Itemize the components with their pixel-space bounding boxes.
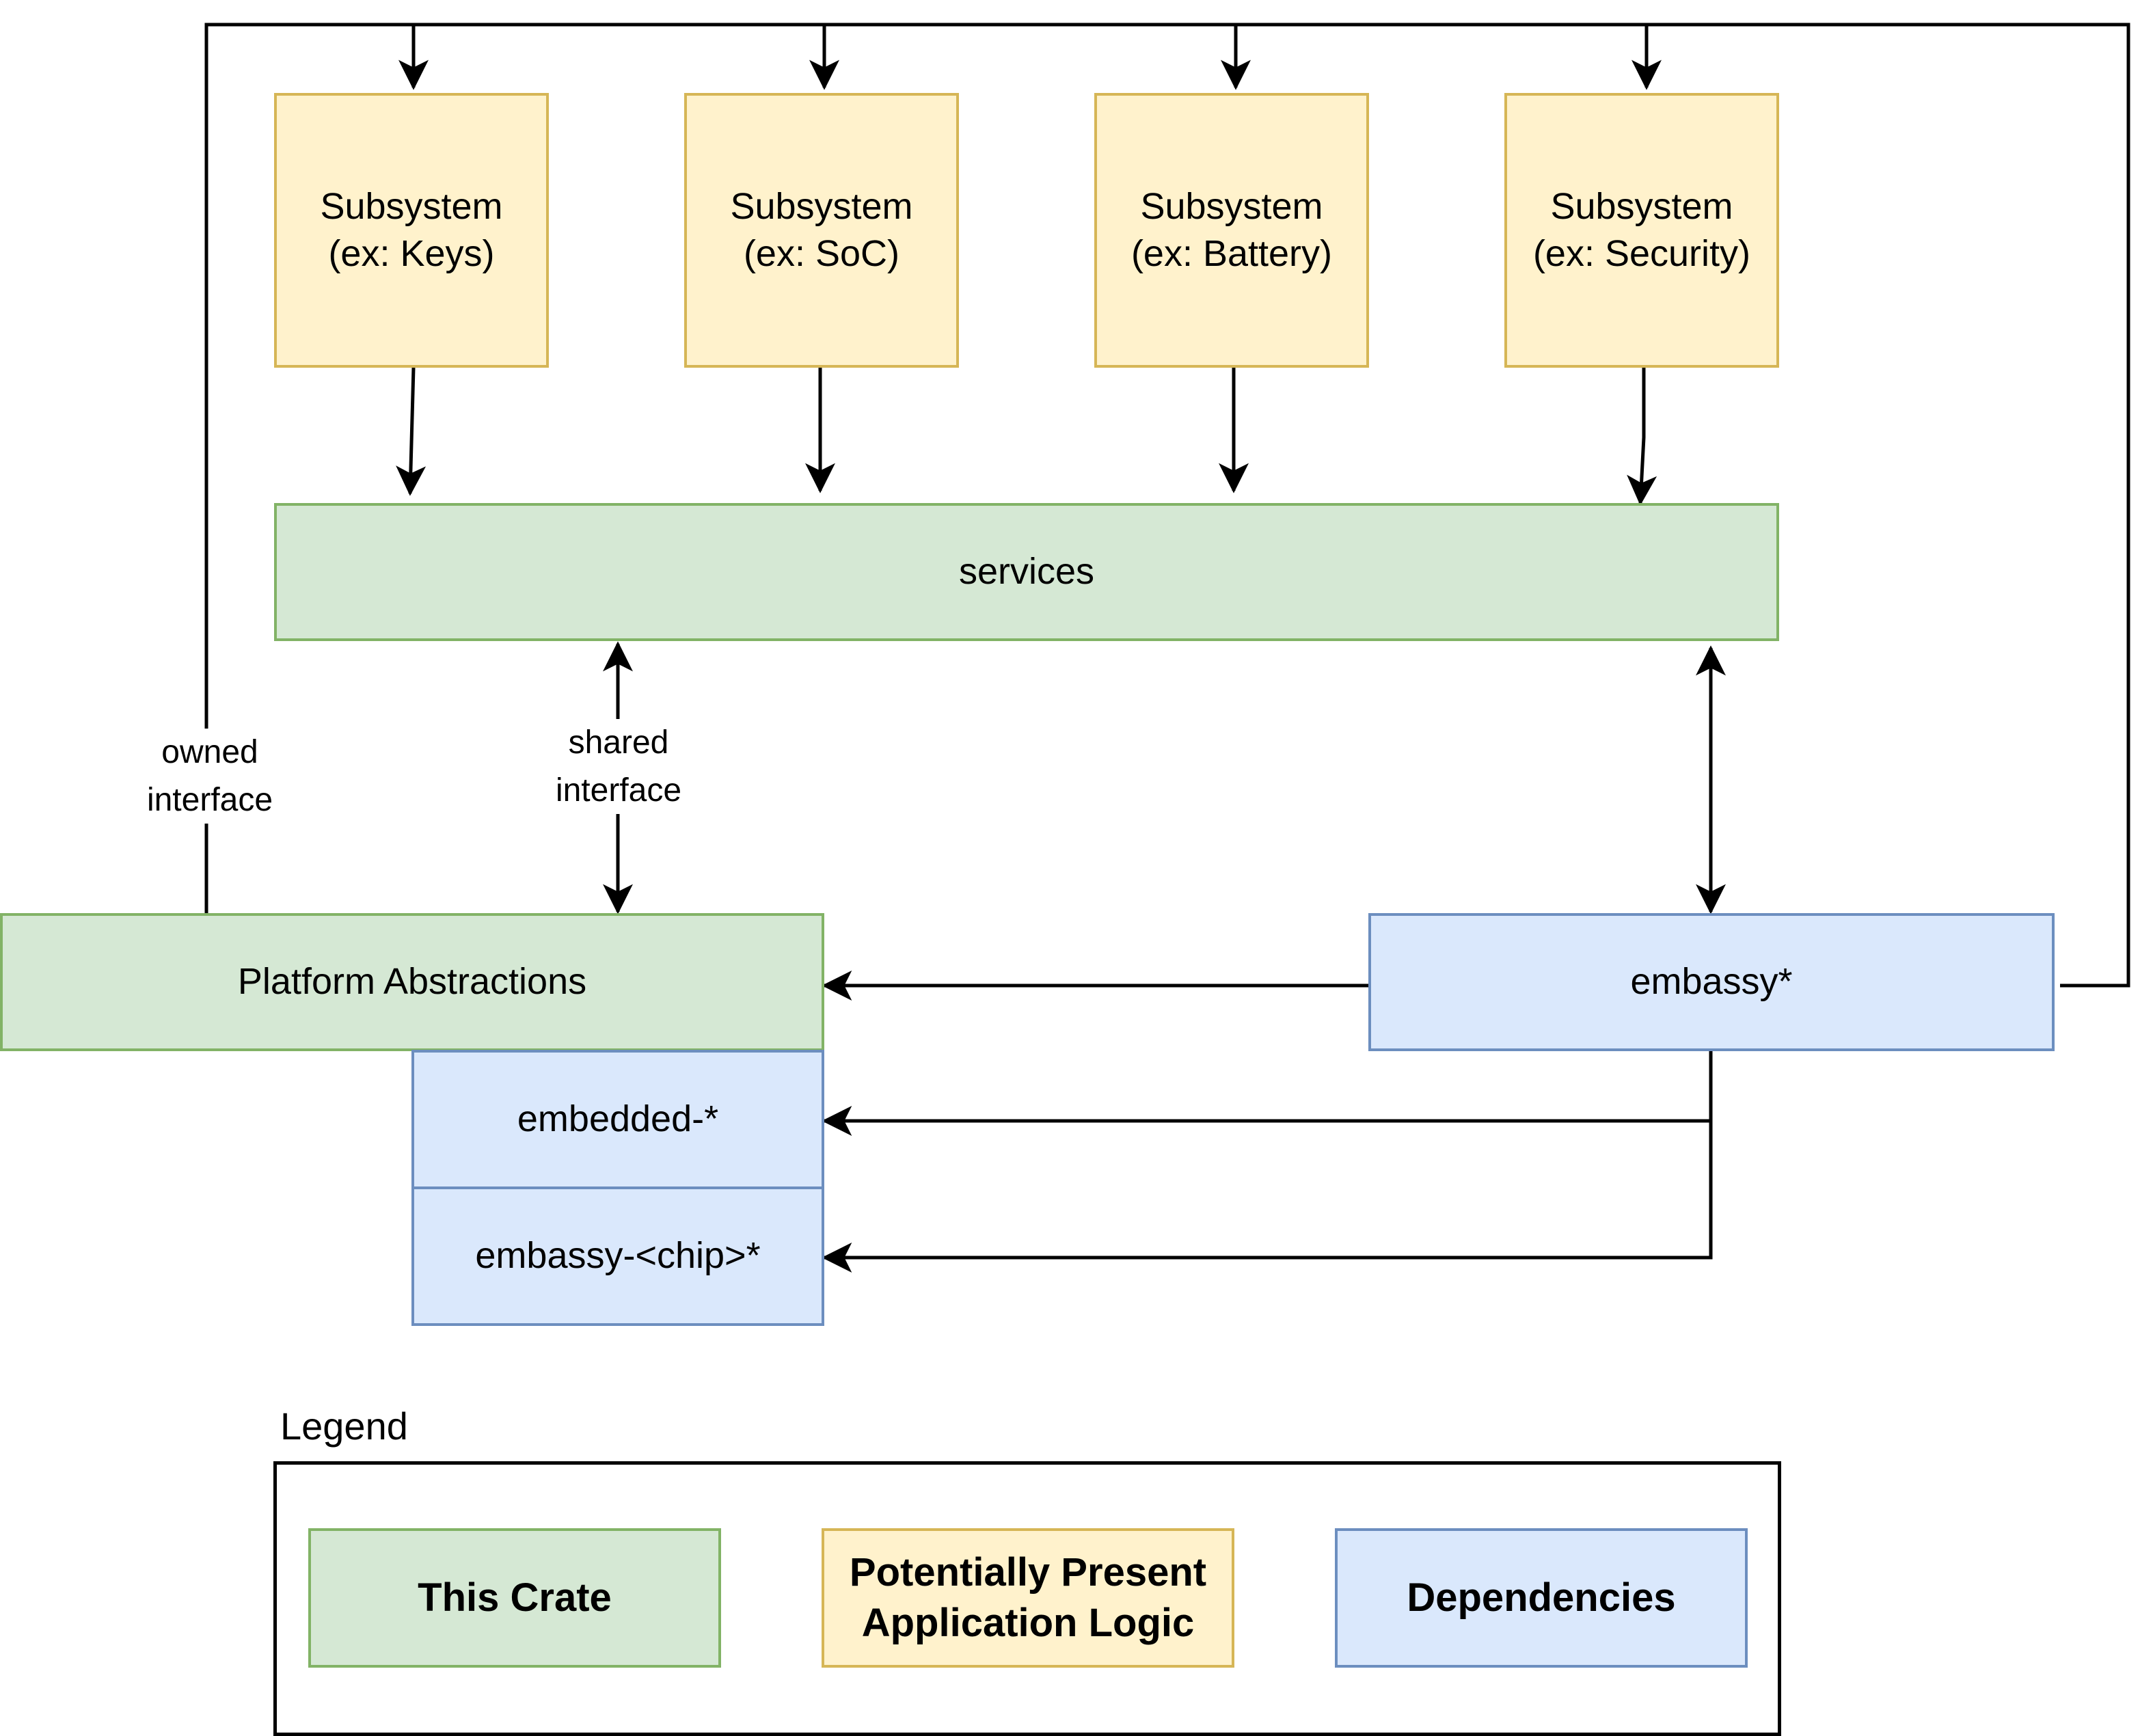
embedded-box: embedded-*: [411, 1050, 824, 1189]
owned-interface-line: [204, 23, 2130, 988]
platform-abstractions-label: Platform Abstractions: [237, 961, 587, 1003]
owned-interface-label: owned interface: [134, 729, 286, 824]
services-box: services: [274, 503, 1779, 641]
embedded-label: embedded-*: [517, 1098, 719, 1140]
legend-this-crate: This Crate: [308, 1528, 721, 1668]
embassy-to-chip-arrow: [822, 1121, 1713, 1273]
embassy-chip-box: embassy-<chip>*: [411, 1186, 824, 1326]
services-label: services: [958, 551, 1095, 593]
subsystem-keys-label: Subsystem (ex: Keys): [320, 185, 503, 274]
subsystem-soc-label: Subsystem (ex: SoC): [730, 185, 913, 274]
legend-frame: [273, 1461, 1781, 1736]
legend-this-crate-label: This Crate: [418, 1575, 612, 1620]
embassy-to-embedded-arrow: [822, 1051, 1713, 1136]
legend-application-logic-label: Potentially Present Application Logic: [849, 1549, 1207, 1645]
legend-dependencies-label: Dependencies: [1407, 1575, 1676, 1620]
embassy-label: embassy*: [1630, 961, 1793, 1003]
legend-title: Legend: [280, 1405, 408, 1448]
subsystem-keys-box: Subsystem (ex: Keys): [274, 93, 549, 368]
subsystem-soc-box: Subsystem (ex: SoC): [684, 93, 959, 368]
legend-dependencies: Dependencies: [1335, 1528, 1748, 1668]
subsystem-security-box: Subsystem (ex: Security): [1504, 93, 1779, 368]
platform-abstractions-box: Platform Abstractions: [0, 913, 824, 1051]
subsystem-security-label: Subsystem (ex: Security): [1532, 185, 1751, 274]
embassy-box: embassy*: [1368, 913, 2055, 1051]
embassy-chip-label: embassy-<chip>*: [475, 1235, 761, 1277]
security-to-services-arrow: [1627, 368, 1657, 506]
keys-to-services-arrow: [396, 367, 426, 496]
legend-application-logic: Potentially Present Application Logic: [822, 1528, 1234, 1668]
subsystem-battery-box: Subsystem (ex: Battery): [1094, 93, 1369, 368]
subsystem-battery-label: Subsystem (ex: Battery): [1130, 185, 1333, 274]
shared-interface-label: shared interface: [540, 719, 697, 815]
